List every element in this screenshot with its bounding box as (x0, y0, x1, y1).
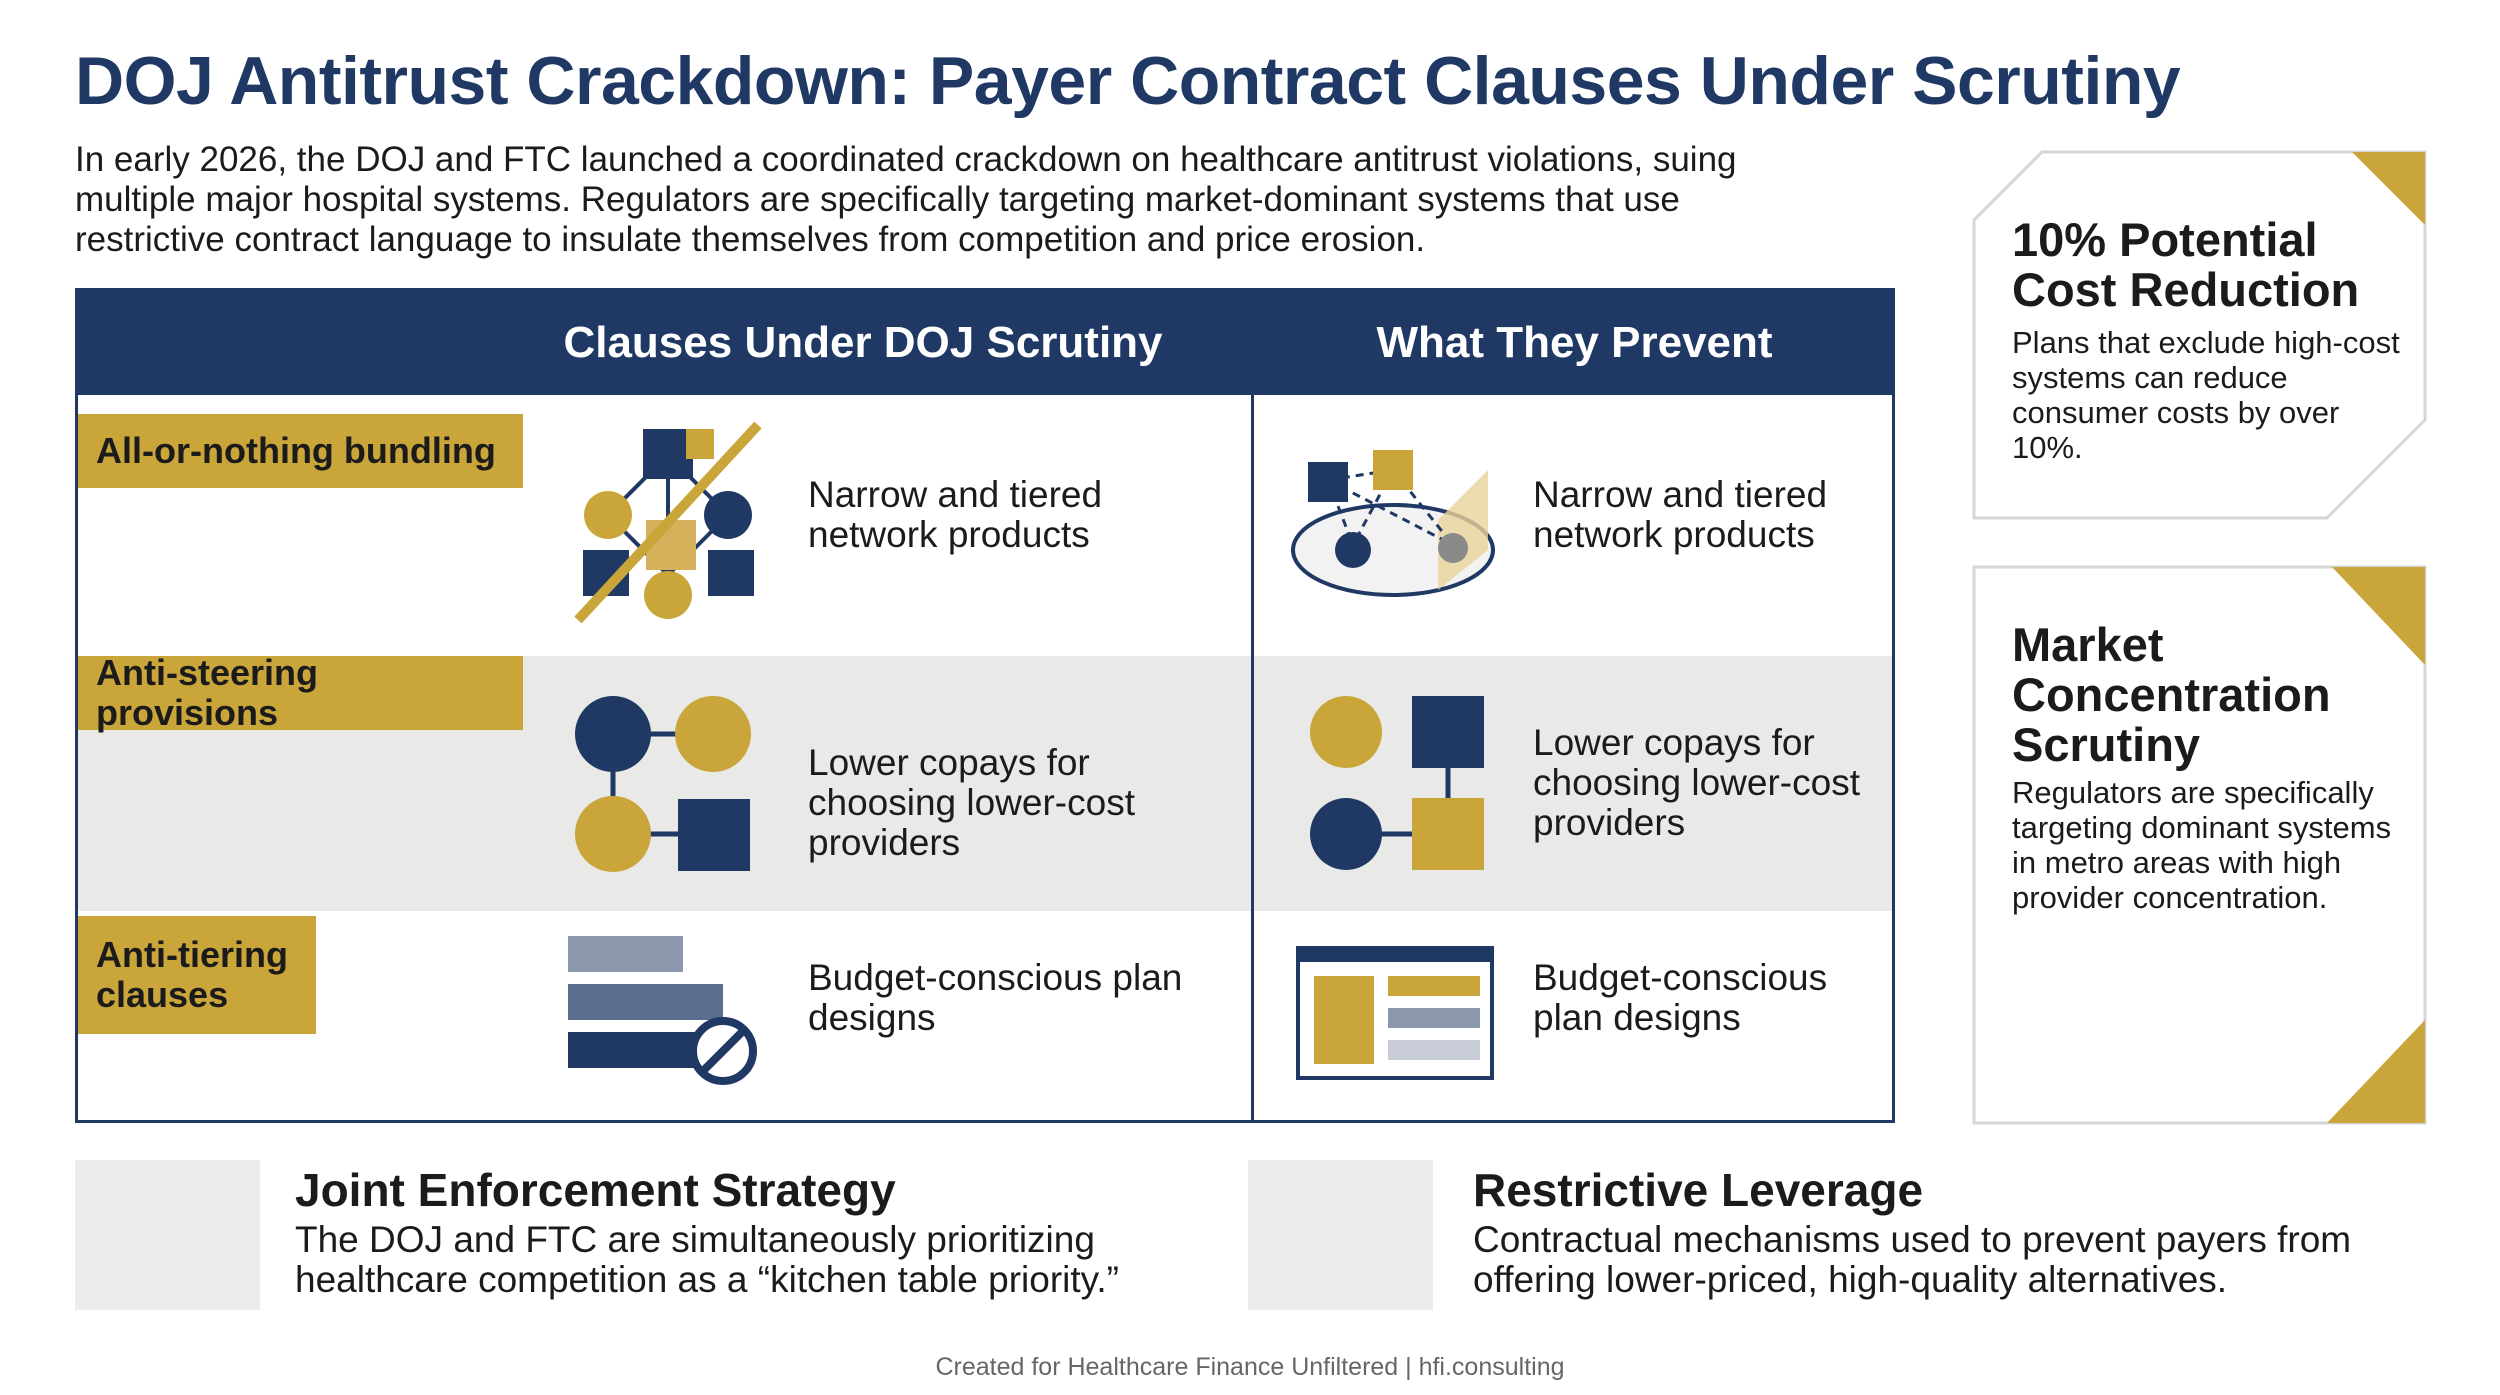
card-title: Market Concentration Scrutiny (2012, 618, 2331, 771)
col1-header: Clauses Under DOJ Scrutiny (563, 318, 1163, 367)
table-row: Anti-steering provisions Lower copays fo… (78, 653, 1892, 911)
card-body: Regulators are specifically targeting do… (2012, 775, 2392, 915)
col1-text: Lower copays for choosing lower-cost pro… (808, 742, 1135, 863)
col1-text: Narrow and tiered network products (808, 474, 1103, 555)
table-header: Clauses Under DOJ Scrutiny What They Pre… (78, 291, 1892, 395)
column-divider (1251, 291, 1254, 1120)
footer-credit: Created for Healthcare Finance Unfiltere… (935, 1353, 1565, 1381)
card-body: Plans that exclude high-cost systems can… (2012, 325, 2400, 465)
card-title: 10% Potential Cost Reduction (2012, 213, 2360, 316)
placeholder-box (1248, 1160, 1433, 1310)
network-map-icon (1291, 450, 1495, 597)
bottom-body: Contractual mechanisms used to prevent p… (1473, 1219, 2352, 1300)
clauses-table: Clauses Under DOJ Scrutiny What They Pre… (75, 288, 1895, 1123)
col2-text: Narrow and tiered network products (1533, 474, 1828, 555)
col2-text: Lower copays for choosing lower-cost pro… (1533, 722, 1860, 843)
plan-layout-icon (1296, 946, 1494, 1080)
table-row: All-or-nothing bundling Narrow and tiere… (78, 395, 1892, 650)
col2-text: Budget-conscious plan designs (1533, 957, 1828, 1038)
clause-tag: All-or-nothing bundling (78, 414, 523, 488)
info-card: Market Concentration Scrutiny Regulators… (1972, 565, 2427, 1125)
stat-card: 10% Potential Cost Reduction Plans that … (1972, 150, 2427, 520)
placeholder-box (75, 1160, 260, 1310)
col1-text: Budget-conscious plan designs (808, 957, 1183, 1038)
card-frame (1972, 150, 2427, 520)
intro-paragraph: In early 2026, the DOJ and FTC launched … (75, 140, 1737, 259)
bottom-title: Joint Enforcement Strategy (295, 1164, 896, 1216)
network-bundle-icon (574, 421, 762, 624)
table-row: Anti-tiering clauses Budget-conscious pl… (78, 911, 1892, 1120)
blocked-bars-icon (568, 936, 757, 1085)
col2-header: What They Prevent (1376, 318, 1773, 367)
clause-tag: Anti-tiering clauses (78, 916, 316, 1034)
bottom-body: The DOJ and FTC are simultaneously prior… (295, 1219, 1119, 1300)
clause-tag: Anti-steering provisions (78, 653, 523, 733)
connected-nodes-icon (575, 696, 751, 872)
card-frame (1972, 565, 2427, 1125)
bottom-title: Restrictive Leverage (1473, 1164, 1924, 1216)
page-title: DOJ Antitrust Crackdown: Payer Contract … (75, 43, 2181, 119)
nodes-grid-icon (1310, 696, 1484, 870)
